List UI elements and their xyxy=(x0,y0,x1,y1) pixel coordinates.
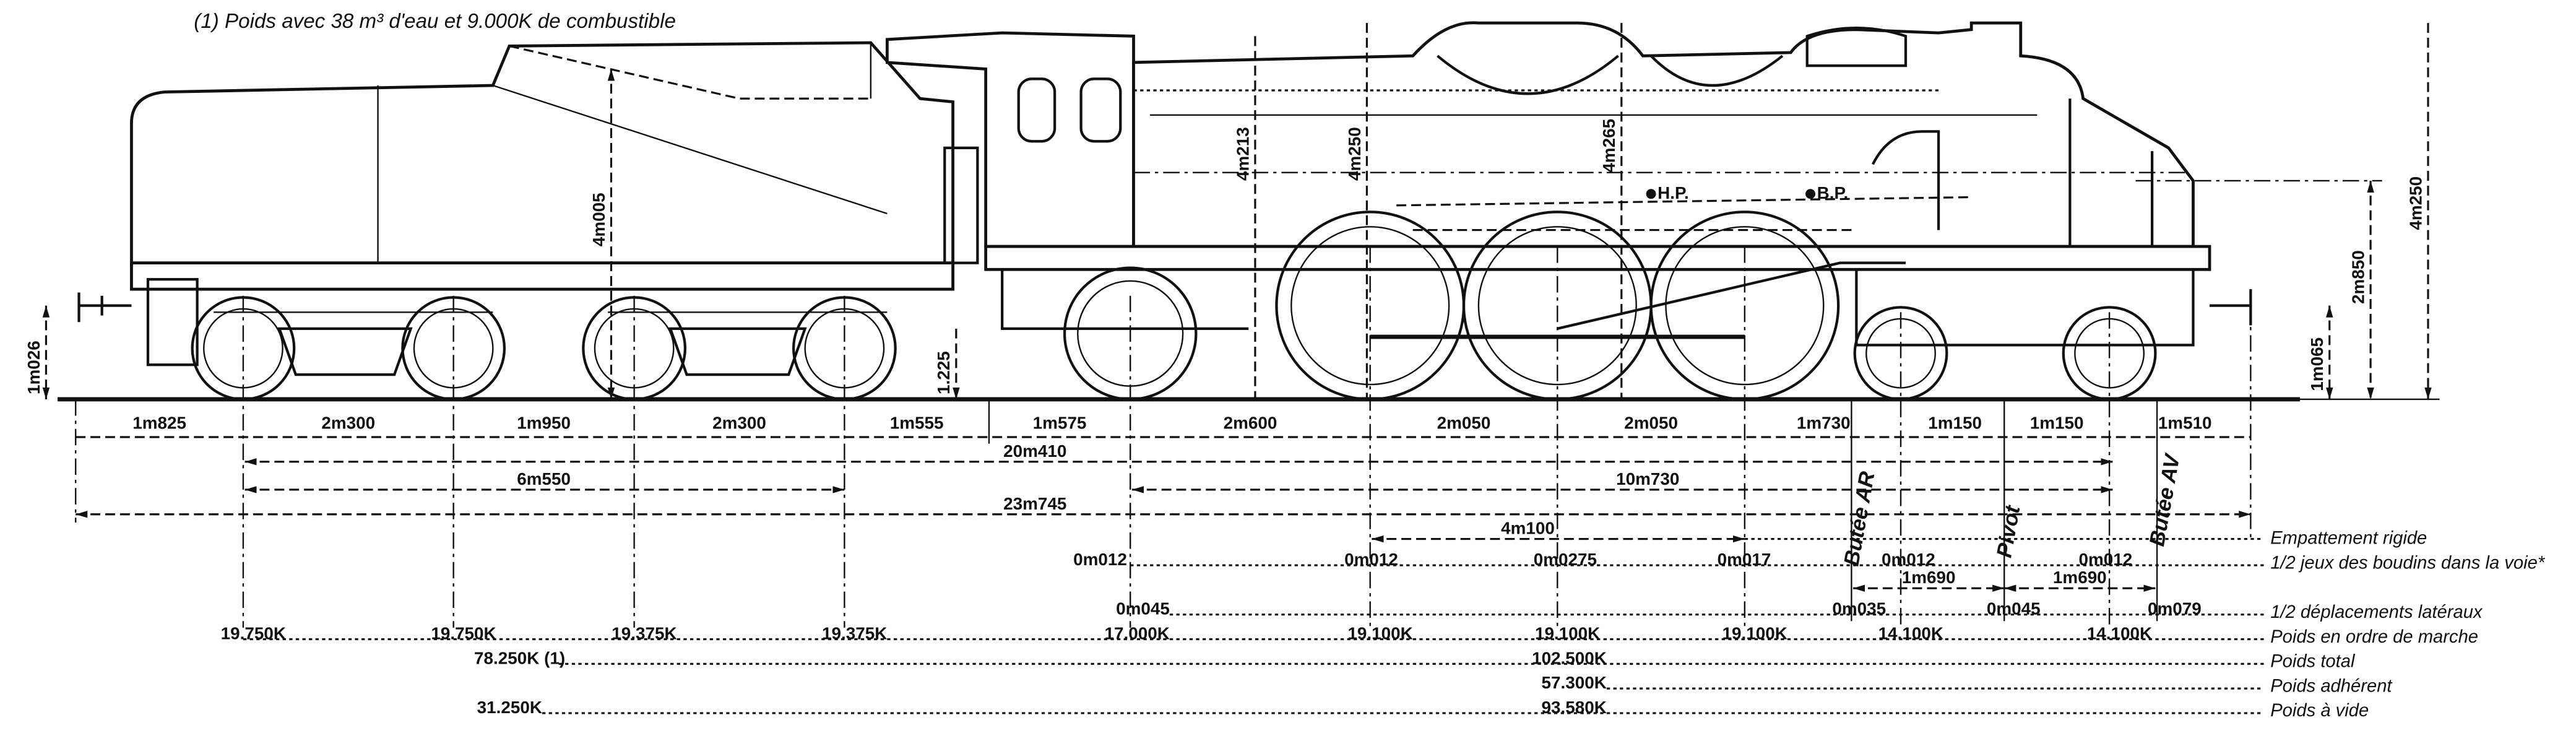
loco-total-weight: 102.500K xyxy=(1532,648,1607,667)
flange-value: 0m012 xyxy=(1073,550,1127,569)
axle-load: 14.100K xyxy=(2087,623,2152,643)
dim-total-height: 4m250 xyxy=(2406,176,2425,230)
weight-totals: 78.250K (1) 102.500K Poids total 57.300K… xyxy=(474,648,2393,721)
spacing: 2m300 xyxy=(321,414,375,433)
axle-load: 17.000K xyxy=(1105,623,1170,643)
dim-20m410: 20m410 xyxy=(1003,441,1066,461)
dim-dome-rear: 4m250 xyxy=(1345,127,1364,181)
tender-total-weight: 78.250K (1) xyxy=(474,648,565,667)
dim-bogie-half: 1m690 xyxy=(2053,568,2107,587)
dim-loco-wheelbase: 10m730 xyxy=(1616,469,1679,488)
lateral-value: 0m079 xyxy=(2148,599,2202,618)
row-label-axle-loads: Poids en ordre de marche xyxy=(2270,627,2478,647)
spacing: 2m050 xyxy=(1624,414,1678,433)
axle-load: 19.375K xyxy=(612,623,676,643)
dim-tender-step: 1.225 xyxy=(934,351,953,394)
spacing: 1m575 xyxy=(1033,414,1087,433)
row-label-empty: Poids à vide xyxy=(2270,701,2369,721)
row-label-flange-play: 1/2 jeux des boudins dans la voie* xyxy=(2270,553,2546,573)
lateral-value: 0m045 xyxy=(1116,599,1170,618)
stop-front: Butée AV xyxy=(2145,451,2185,548)
loco-adhesive-weight: 57.300K xyxy=(1542,673,1607,692)
spacing: 1m825 xyxy=(132,414,186,433)
flange-value: 0m0275 xyxy=(1534,550,1597,569)
row-label-lateral: 1/2 déplacements latéraux xyxy=(2270,602,2483,622)
axle-load: 14.100K xyxy=(1878,623,1943,643)
row-label-total: Poids total xyxy=(2270,652,2356,672)
dim-rigid-wheelbase: 4m100 xyxy=(1501,519,1555,538)
row-label-adhesive: Poids adhérent xyxy=(2270,676,2393,696)
locomotive: H.P. B.P. xyxy=(885,21,2252,401)
axle-load: 19.100K xyxy=(1535,623,1600,643)
caption: (1) Poids avec 38 m³ d'eau et 9.000K de … xyxy=(194,10,676,33)
flange-play-row: 0m012 0m012 0m0275 0m017 0m012 0m012 1/2… xyxy=(1073,550,2546,573)
dim-bogie-half: 1m690 xyxy=(1902,568,1956,587)
spacing: 2m600 xyxy=(1224,414,1277,433)
tender-empty-weight: 31.250K xyxy=(477,698,542,717)
overall-dimensions: 20m410 6m550 10m730 23m745 xyxy=(76,441,2251,518)
lateral-value: 0m045 xyxy=(1987,599,2041,618)
stop-rear: Butée AR xyxy=(1839,470,1879,568)
axle-load: 19.375K xyxy=(822,623,887,643)
axle-load: 19.750K xyxy=(431,623,496,643)
dim-buffer-tender: 1m026 xyxy=(24,340,43,394)
axle-load: 19.100K xyxy=(1347,623,1412,643)
bogie-row: 1m690 1m690 xyxy=(1853,568,2156,592)
dim-cab-height: 4m213 xyxy=(1233,127,1252,181)
axle-load-row: 19.750K 19.750K 19.375K 19.375K 17.000K … xyxy=(221,623,2478,646)
flange-value: 0m012 xyxy=(2079,550,2133,569)
spacing: 1m510 xyxy=(2158,414,2212,433)
spacing: 1m950 xyxy=(517,414,571,433)
height-dimensions: 1m026 4m005 1.225 4m213 4m250 4m265 1m06… xyxy=(24,23,2440,401)
axle-load: 19.750K xyxy=(221,623,286,643)
dim-dome-front: 4m265 xyxy=(1599,119,1619,173)
dim-buffer-loco: 1m065 xyxy=(2307,337,2327,391)
dim-tender-height: 4m005 xyxy=(589,193,608,246)
spacing: 1m555 xyxy=(890,414,944,433)
lateral-row: 0m045 0m035 0m045 0m079 1/2 déplacements… xyxy=(1116,599,2483,622)
flange-value: 0m017 xyxy=(1718,550,1771,569)
spacing: 1m730 xyxy=(1797,414,1851,433)
axle-spacing-row: 1m825 2m300 1m950 2m300 1m555 1m575 2m60… xyxy=(76,414,2251,438)
spacing: 2m300 xyxy=(712,414,766,433)
row-label-rigid: Empattement rigide xyxy=(2270,529,2427,549)
loco-empty-weight: 93.580K xyxy=(1542,698,1607,717)
dim-boiler-axis: 2m850 xyxy=(2348,250,2367,304)
stop-pivot: Pivot xyxy=(1992,503,2025,560)
dim-tender-wheelbase: 6m550 xyxy=(517,469,571,488)
tender xyxy=(77,41,979,401)
dim-total-length: 23m745 xyxy=(1003,494,1066,513)
hp-mark: H.P. xyxy=(1658,183,1689,202)
spacing: 1m150 xyxy=(2030,414,2084,433)
axle-load: 19.100K xyxy=(1722,623,1787,643)
flange-value: 0m012 xyxy=(1344,550,1398,569)
flange-value: 0m012 xyxy=(1882,550,1935,569)
spacing: 2m050 xyxy=(1437,414,1491,433)
bp-mark: B.P. xyxy=(1817,183,1849,202)
rigid-wheelbase-row: 4m100 Empattement rigide xyxy=(1372,519,2427,549)
lateral-value: 0m035 xyxy=(1832,599,1886,618)
spacing: 1m150 xyxy=(1928,414,1982,433)
